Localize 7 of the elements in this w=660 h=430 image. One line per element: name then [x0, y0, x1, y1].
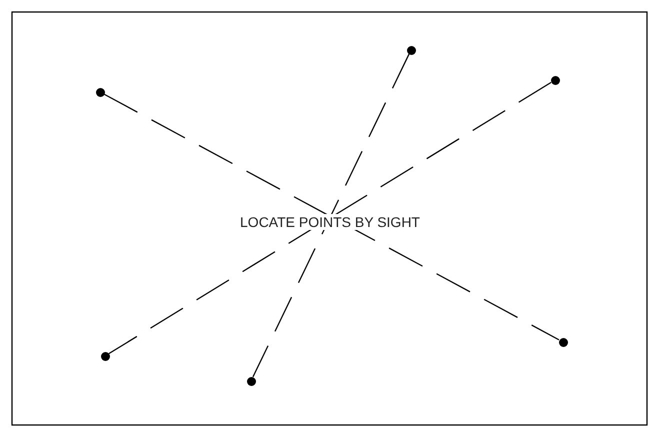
point-dot	[550, 76, 560, 84]
point-dot	[100, 352, 110, 360]
point-dot	[406, 46, 416, 54]
caption-text: LOCATE POINTS BY SIGHT	[238, 214, 422, 230]
point-dot	[96, 88, 104, 96]
point-dot	[246, 376, 256, 386]
point-dot	[558, 338, 568, 346]
